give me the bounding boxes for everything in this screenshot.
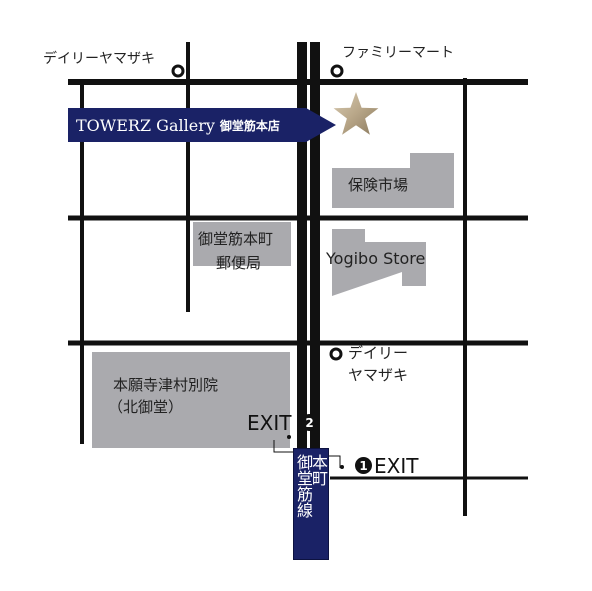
label-hoken-ichiba: 保険市場	[348, 176, 409, 194]
midosuji-avenue-east	[310, 42, 320, 452]
label-daily-yamazaki-top: デイリーヤマザキ	[43, 51, 155, 67]
destination-star-icon	[333, 92, 379, 135]
station-name-col1: 本町	[309, 454, 328, 486]
exit2-connector	[273, 440, 293, 453]
label-familymart: ファミリーマート	[342, 45, 454, 61]
label-post-office-2: 郵便局	[216, 254, 262, 272]
station-honmachi: 本町 御堂筋線	[293, 448, 329, 560]
banner-name-en: TOWERZ Gallery	[76, 115, 215, 135]
shop-marker-icon	[329, 347, 343, 361]
exit1-connector	[329, 455, 341, 468]
exit1-label: EXIT	[374, 454, 419, 478]
label-daily-yamazaki-right-1: デイリー	[348, 344, 409, 362]
exit1-dot	[340, 465, 344, 469]
road-network	[68, 42, 528, 516]
exit-number-badge: 1	[355, 457, 372, 474]
exit2-label: EXIT	[247, 411, 292, 435]
exit-number-badge: 2	[301, 414, 318, 431]
midosuji-avenue-west	[297, 42, 307, 452]
banner-pointer	[306, 108, 336, 142]
yogibo-building	[332, 229, 426, 296]
temple-building	[92, 352, 290, 448]
station-name-col2: 御堂筋線	[294, 454, 313, 518]
post-office-building	[193, 222, 291, 266]
exit2-dot	[287, 435, 291, 439]
label-yogibo: Yogibo Store	[326, 249, 426, 268]
label-temple-1: 本願寺津村別院	[113, 376, 219, 394]
destination-banner: TOWERZ Gallery 御堂筋本店	[68, 108, 306, 142]
label-temple-2: （北御堂）	[108, 398, 184, 416]
banner-name-ja: 御堂筋本店	[219, 118, 280, 133]
label-daily-yamazaki-right-2: ヤマザキ	[348, 366, 409, 384]
shop-marker-icon	[171, 64, 185, 78]
shop-marker-icon	[330, 64, 344, 78]
label-post-office-1: 御堂筋本町	[198, 230, 274, 248]
hoken-ichiba-building	[332, 153, 454, 208]
